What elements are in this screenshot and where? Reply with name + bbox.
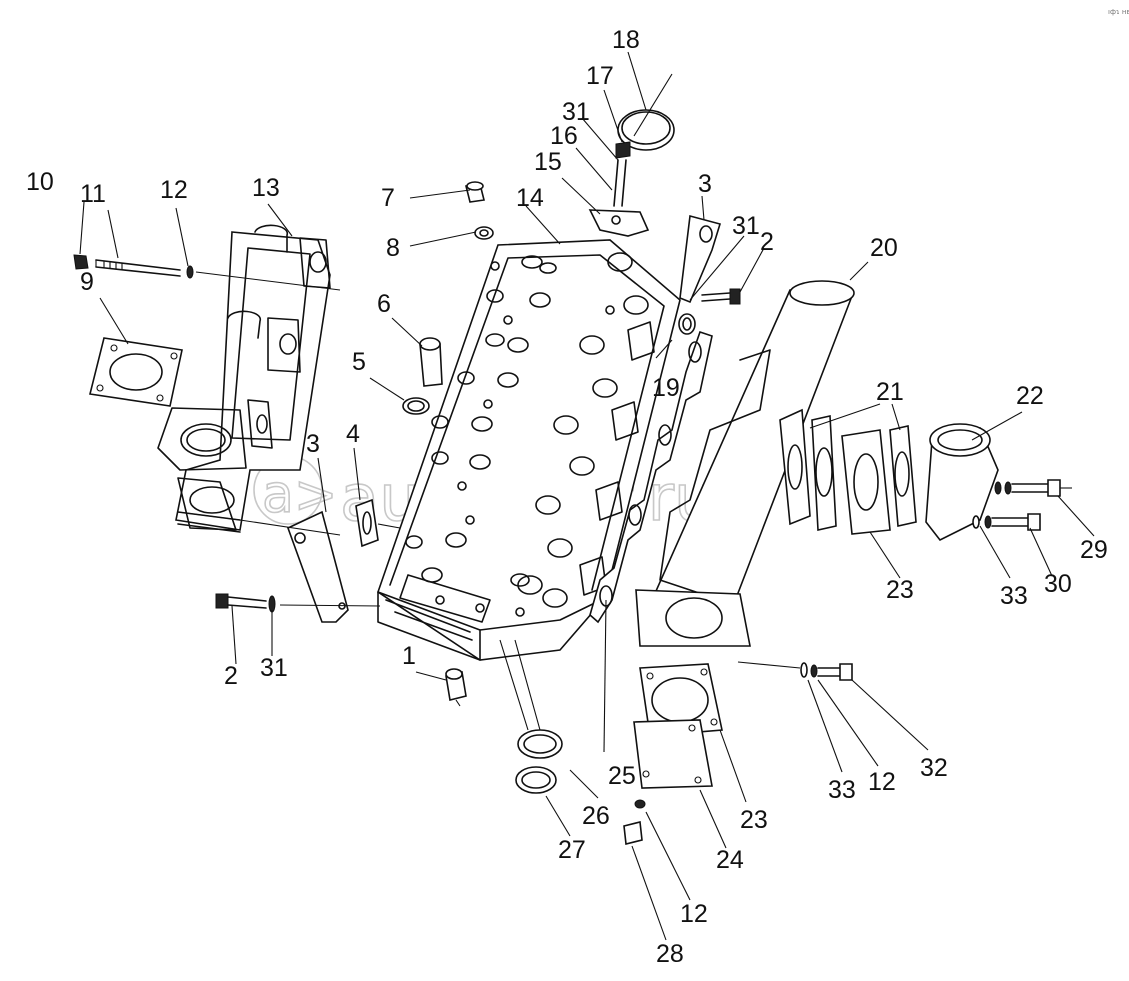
callout-1: 1 [402,642,416,670]
callout-labels: 1 2 2 3 3 4 5 6 7 8 9 10 11 12 12 12 12 … [26,26,1108,968]
callout-27: 27 [558,836,586,864]
seal-5 [402,397,430,415]
callout-16: 16 [550,122,578,150]
callout-24: 24 [716,846,744,874]
bracket-3-left [177,510,349,623]
leader-lines [79,51,1095,941]
bracket-15 [588,209,650,237]
callout-8: 8 [386,234,400,262]
callout-33-lower: 33 [828,776,856,804]
cylinder-head [377,239,681,661]
bolt-32 [737,661,853,681]
callout-26: 26 [582,802,610,830]
valve-pockets [405,255,557,587]
stud-11 [73,254,341,291]
cover-24 [633,719,713,789]
callout-14: 14 [516,184,544,212]
head-bosses [517,252,649,608]
head-bolt-holes [435,261,615,617]
callout-23-upper: 23 [886,576,914,604]
callout-15: 15 [534,148,562,176]
callout-12-top: 12 [160,176,188,204]
callout-23-lower: 23 [740,806,768,834]
stud-16 [613,159,627,207]
callout-12-right: 12 [868,768,896,796]
callout-4: 4 [346,420,360,448]
intake-manifold [157,224,331,533]
gasket-19 [678,313,696,335]
callout-17: 17 [586,62,614,90]
callout-33-right: 33 [1000,582,1028,610]
elbow-22 [925,423,999,542]
gasket-25 [589,330,713,624]
callout-3-left: 3 [306,430,320,458]
callout-20: 20 [870,234,898,262]
callout-22: 22 [1016,382,1044,410]
bolt-29 [994,479,1072,497]
washer-8 [474,226,494,240]
seal-ring-27 [515,766,557,794]
bolt-2-left [215,593,381,613]
callout-32: 32 [920,754,948,782]
gasket-9 [89,337,183,407]
plug-28 [623,799,646,845]
callout-6: 6 [377,290,391,318]
callout-28: 28 [656,940,684,968]
callout-29: 29 [1080,536,1108,564]
callout-2-left: 2 [224,662,238,690]
corner-mark: ıфɿ нвд [1108,8,1129,16]
callout-19: 19 [652,374,680,402]
gasket-21-c [889,425,917,527]
flange-23-upper [841,429,891,535]
bolt-30 [972,513,1041,531]
gasket-4 [355,498,401,548]
gasket-21-b [811,415,837,531]
gasket-21-a [779,408,811,526]
callout-13: 13 [252,174,280,202]
seal-ring-26 [517,729,563,759]
callout-2-right: 2 [760,228,774,256]
callout-21: 21 [876,378,904,406]
callout-31-top: 31 [562,98,590,126]
callout-3-right: 3 [698,170,712,198]
callout-5: 5 [352,348,366,376]
sleeve-1 [445,668,467,707]
callout-11: 11 [80,180,106,208]
callout-31-left: 31 [260,654,288,682]
callout-12-bottom: 12 [680,900,708,928]
callout-18: 18 [612,26,640,54]
callout-10: 10 [26,168,54,196]
bolt-2-right [701,288,741,305]
callout-30: 30 [1044,570,1072,598]
callout-9: 9 [80,268,94,296]
sleeve-6 [419,337,443,387]
callout-31-right: 31 [732,212,760,240]
bracket-3-right [679,214,722,304]
flange-23-lower [639,663,723,737]
svg-text:a>: a> [262,465,337,525]
callout-7: 7 [381,184,395,212]
nut-17 [615,141,631,159]
callout-25: 25 [608,762,636,790]
exhaust-manifold-20 [635,280,855,647]
nut-7 [465,181,485,203]
